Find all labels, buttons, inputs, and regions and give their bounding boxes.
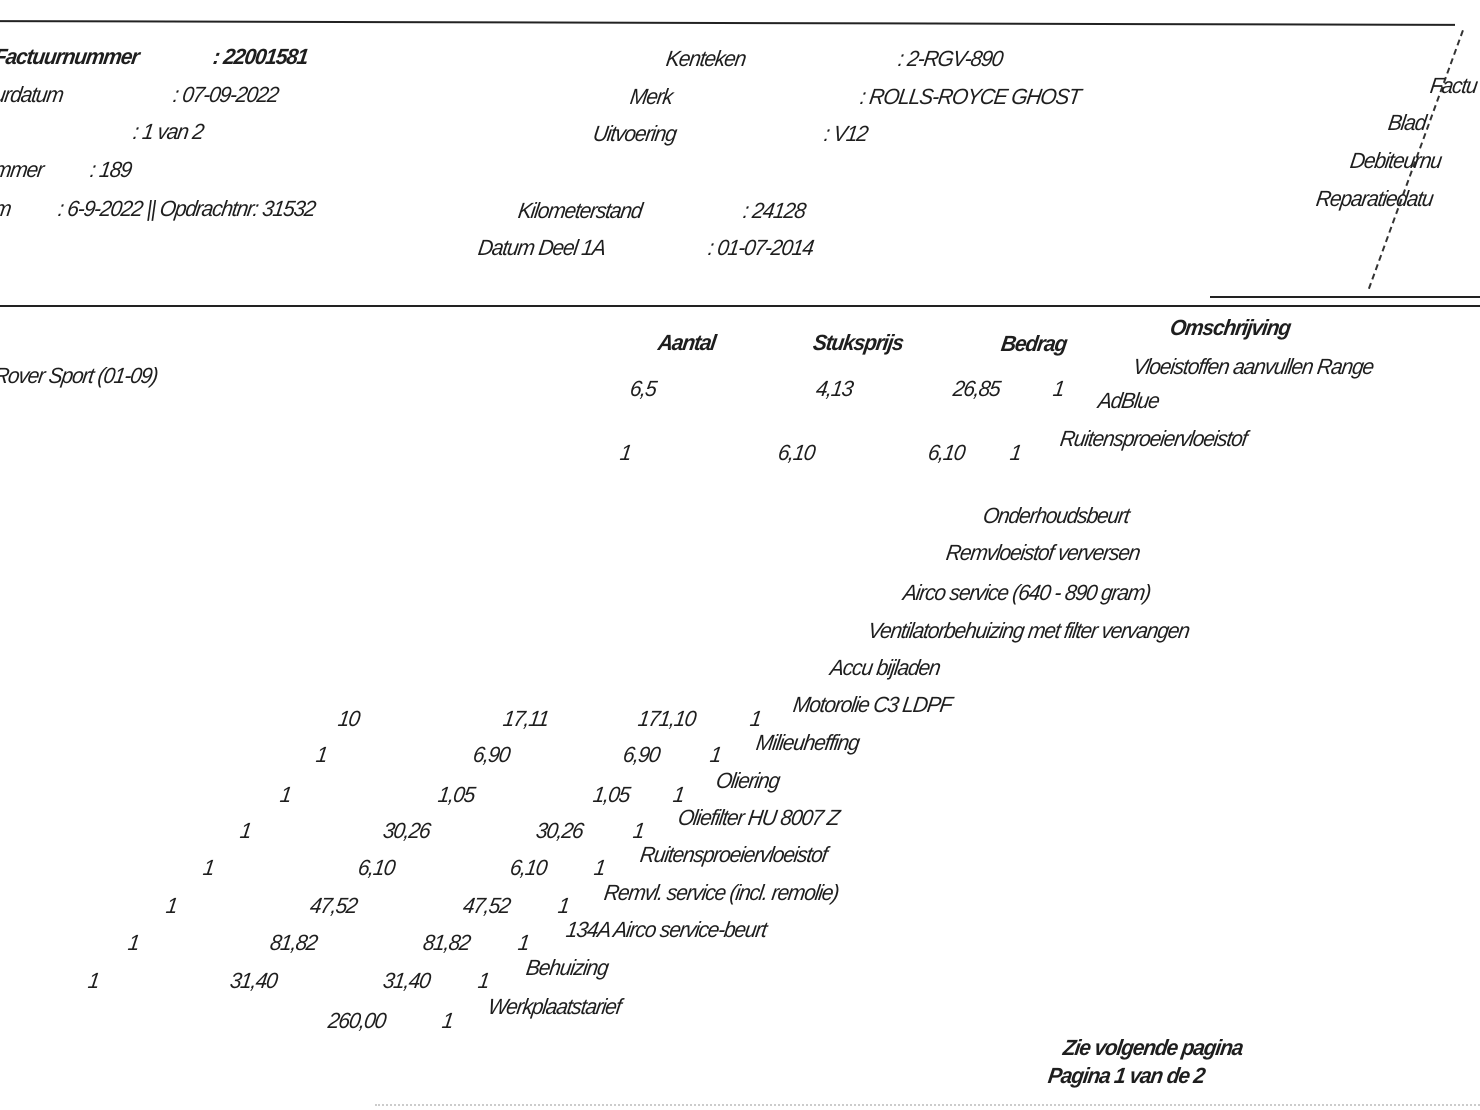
top-rule [0, 20, 1456, 26]
box-label-page: Blad [1386, 110, 1428, 135]
date-label: m [0, 196, 13, 221]
amount: 171,10 [636, 706, 698, 731]
service-item: Accu bijladen [828, 655, 942, 680]
invoice-date-label: urdatum [0, 82, 65, 107]
col-description: Omschrijving [1168, 315, 1292, 340]
number-label: mmer [0, 157, 45, 182]
qty: 1 [618, 440, 633, 465]
invoice-date: : 07-09-2022 [171, 82, 280, 107]
qty: 1 [164, 893, 179, 918]
unit-price: 6,10 [776, 440, 817, 465]
vat-code: 1 [440, 1008, 455, 1033]
col-unit-price: Stuksprijs [811, 330, 905, 355]
make-label: Merk [628, 84, 674, 109]
amount: 30,26 [534, 818, 585, 843]
vat-code: 1 [1051, 376, 1066, 401]
unit-price: 6,90 [471, 742, 512, 767]
unit-price: 47,52 [308, 893, 359, 918]
description: AdBlue [1096, 388, 1161, 413]
qty: 1 [314, 742, 329, 767]
vat-code: 1 [1008, 440, 1023, 465]
amount: 81,82 [421, 930, 472, 955]
description: Ruitensproeiervloeistof [1058, 426, 1249, 451]
vat-code: 1 [476, 968, 491, 993]
amount: 31,40 [381, 968, 432, 993]
vat-code: 1 [556, 893, 571, 918]
service-item: Ventilatorbehuizing met filter vervangen [866, 618, 1191, 643]
box-label-debtor: Debiteurnu [1348, 148, 1443, 173]
amount: 26,85 [951, 376, 1002, 401]
qty: 1 [86, 968, 101, 993]
vat-code: 1 [516, 930, 531, 955]
qty: 6,5 [628, 376, 658, 401]
number-value: : 189 [88, 157, 133, 182]
qty: 1 [126, 930, 141, 955]
amount: 6,10 [508, 855, 549, 880]
reg-date-label: Datum Deel 1A [476, 235, 607, 260]
service-item: Airco service (640 - 890 gram) [901, 580, 1152, 605]
make: : ROLLS-ROYCE GHOST [858, 84, 1082, 109]
date-order: : 6-9-2022 || Opdrachtnr: 31532 [56, 196, 317, 221]
vat-code: 1 [592, 855, 607, 880]
qty: 1 [201, 855, 216, 880]
header-rule [0, 305, 1480, 307]
page-number: Pagina 1 van de 2 [1046, 1063, 1207, 1088]
variant-label: Uitvoering [591, 121, 678, 146]
unit-price: 30,26 [381, 818, 432, 843]
qty: 1 [238, 818, 253, 843]
invoice-number-label: Factuurnummer [0, 44, 141, 69]
plate-label: Kenteken [664, 46, 748, 71]
qty: 1 [278, 782, 293, 807]
service-item: Motorolie C3 LDPF [791, 692, 954, 717]
variant: : V12 [822, 121, 870, 146]
box-bottom [1210, 296, 1480, 298]
amount: 47,52 [461, 893, 512, 918]
box-label-invoice: Factu [1428, 73, 1479, 98]
box-label-repair-date: Reparatiedatu [1314, 186, 1435, 211]
description: 134A Airco service-beurt [564, 917, 768, 942]
col-amount: Bedrag [999, 331, 1069, 356]
unit-price: 31,40 [228, 968, 279, 993]
bottom-dotted-edge [375, 1104, 1480, 1106]
amount: 6,90 [621, 742, 662, 767]
mileage-label: Kilometerstand [516, 198, 644, 223]
vat-code: 1 [631, 818, 646, 843]
description: Remvl. service (incl. remolie) [602, 880, 841, 905]
amount: 260,00 [326, 1008, 388, 1033]
description: Werkplaatstarief [486, 994, 623, 1019]
col-qty: Aantal [656, 330, 718, 355]
unit-price: 1,05 [436, 782, 477, 807]
amount: 6,10 [926, 440, 967, 465]
description: Oliefilter HU 8007 Z [676, 805, 841, 830]
description: Oliering [714, 768, 781, 793]
page-value: : 1 van 2 [131, 119, 205, 144]
description: Ruitensproeiervloeistof [638, 842, 829, 867]
vat-code: 1 [708, 742, 723, 767]
description: Milieuheffing [754, 730, 861, 755]
plate: : 2-RGV-890 [896, 46, 1005, 71]
unit-price: 4,13 [814, 376, 855, 401]
service-item: Onderhoudsbeurt [981, 503, 1131, 528]
service-item: Remvloeistof verversen [944, 540, 1142, 565]
next-page-note: Zie volgende pagina [1061, 1035, 1245, 1060]
vat-code: 1 [748, 706, 763, 731]
section-title: Vloeistoffen aanvullen Range [1131, 354, 1375, 379]
reg-date: : 01-07-2014 [706, 235, 815, 260]
amount: 1,05 [591, 782, 632, 807]
qty: 10 [336, 706, 361, 731]
mileage: : 24128 [741, 198, 807, 223]
unit-price: 81,82 [268, 930, 319, 955]
description: Behuizing [524, 955, 610, 980]
invoice-number: : 22001581 [211, 44, 310, 69]
vehicle-line: Rover Sport (01-09) [0, 363, 160, 388]
unit-price: 6,10 [356, 855, 397, 880]
unit-price: 17,11 [501, 706, 551, 731]
